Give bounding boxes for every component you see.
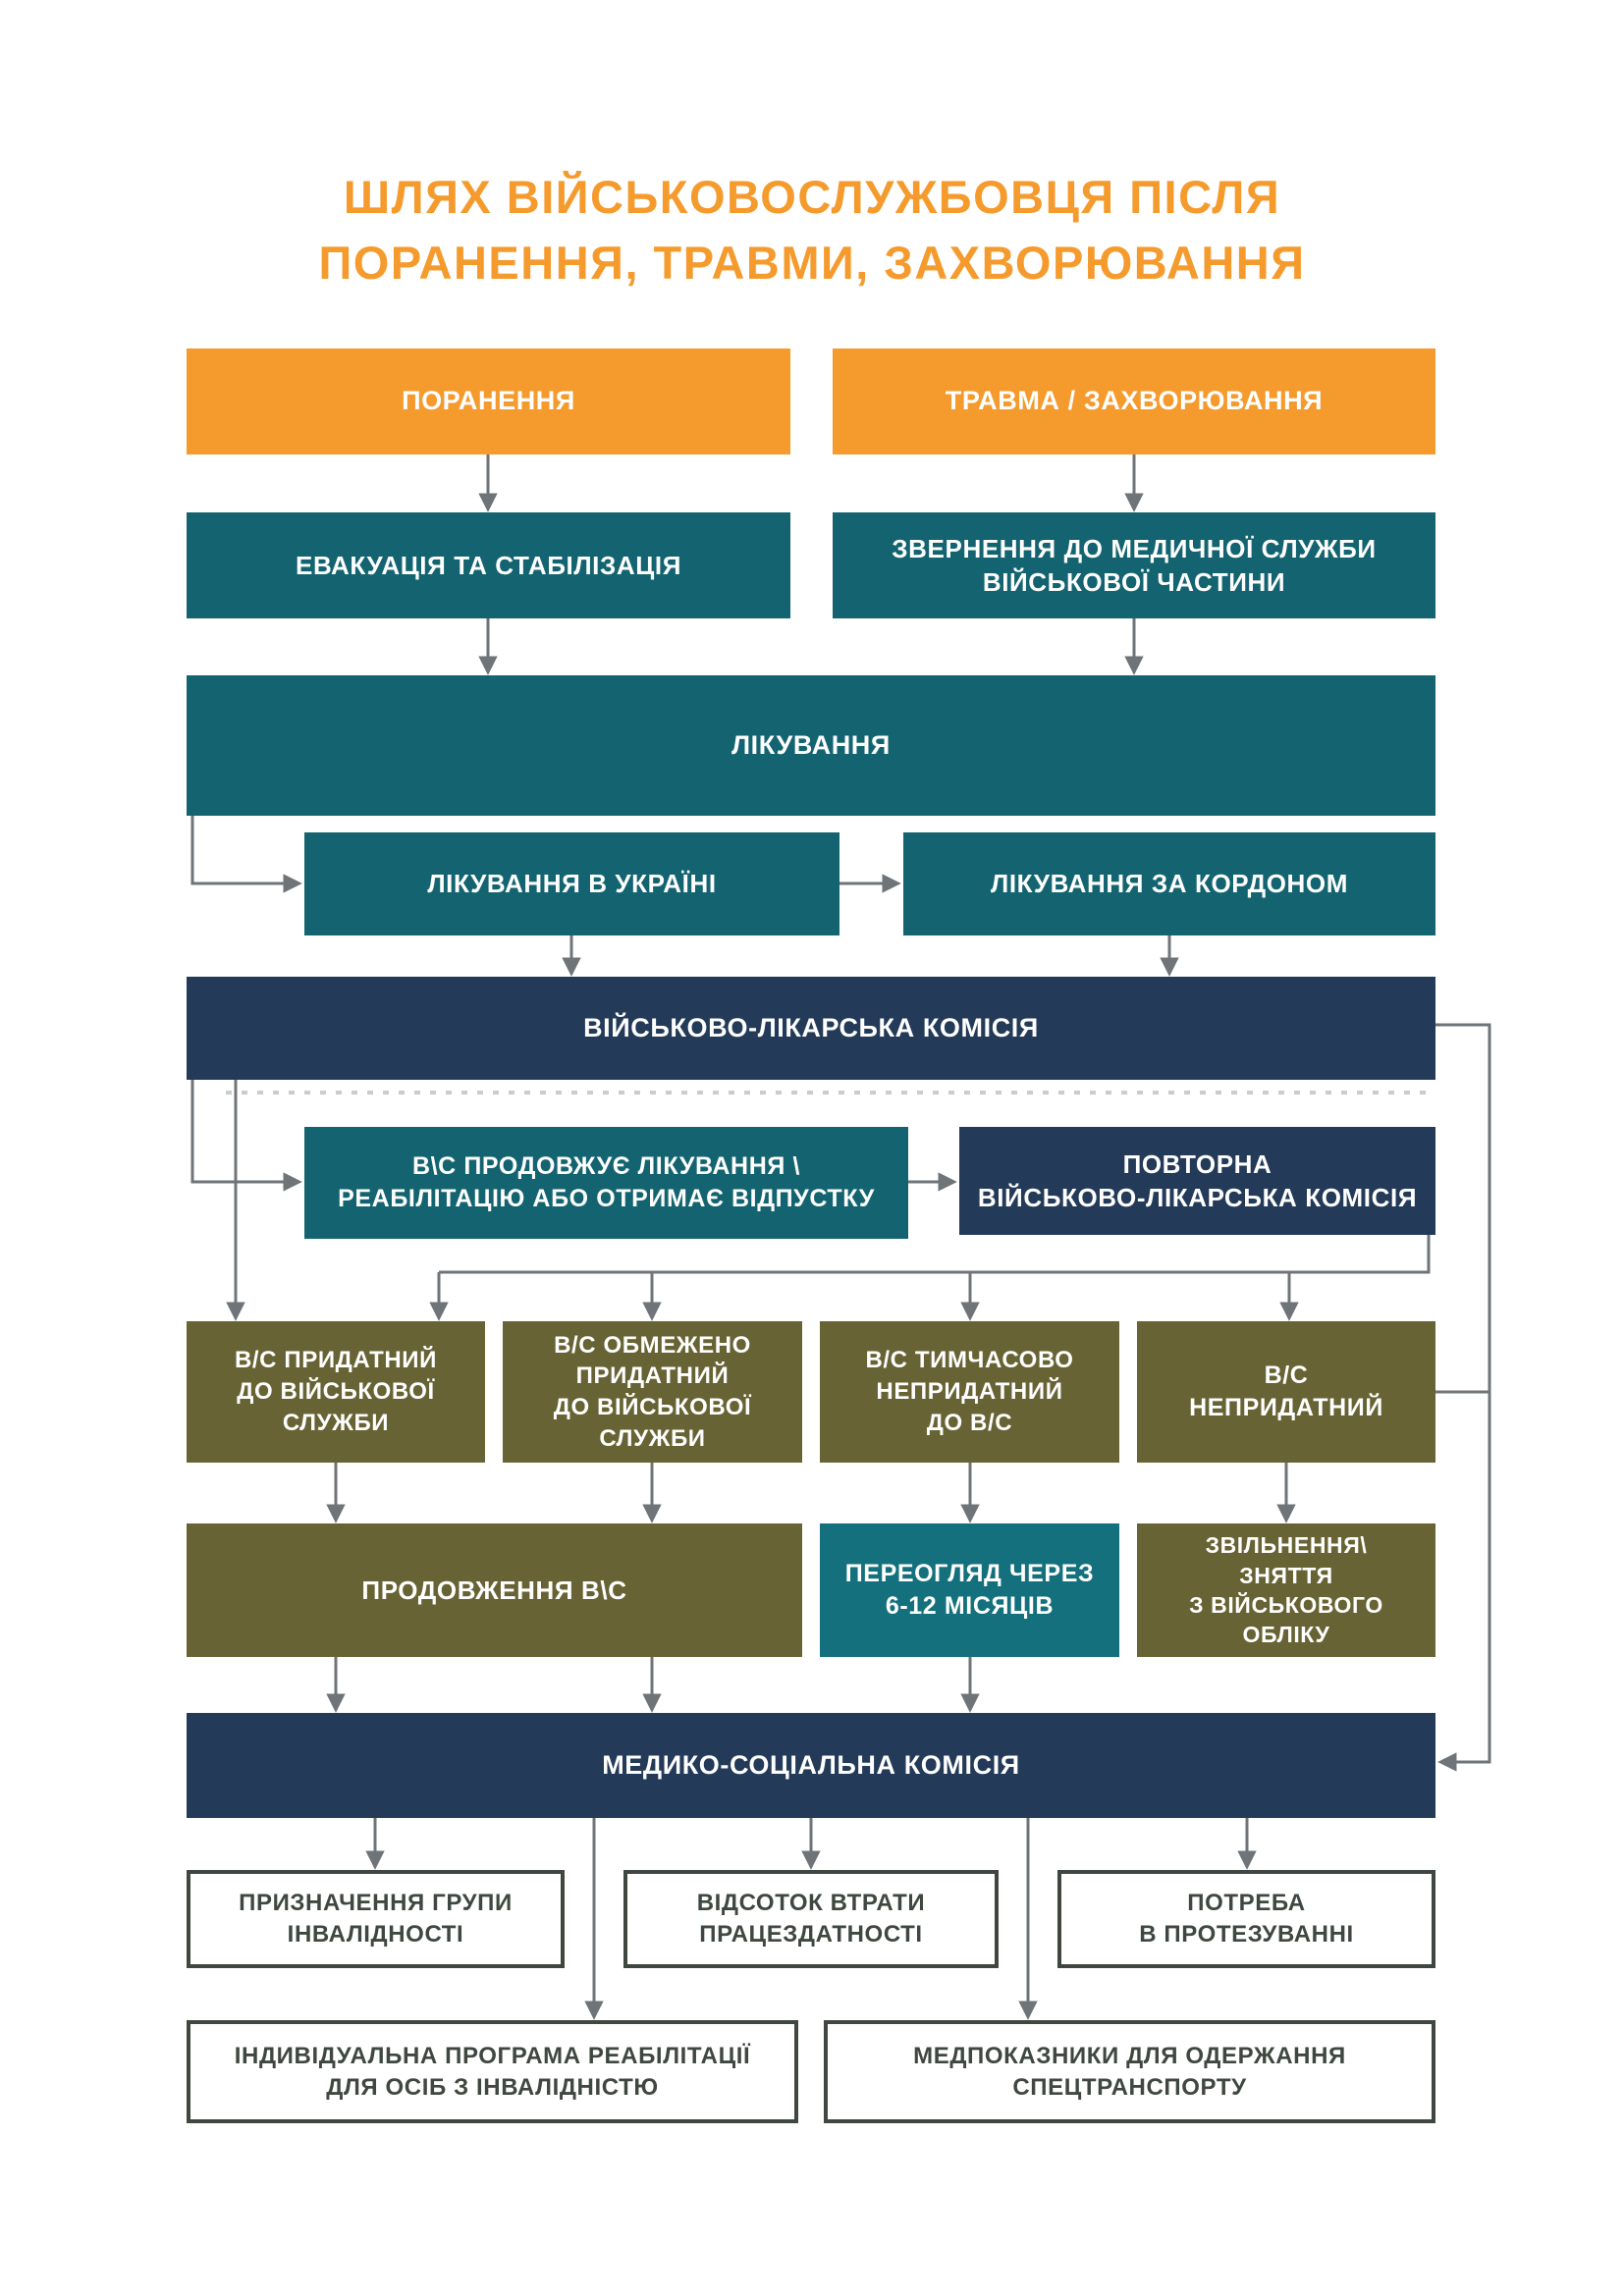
node-povtorna-vlk: ПОВТОРНА ВІЙСЬКОВО-ЛІКАРСЬКА КОМІСІЯ [959,1127,1435,1235]
page-title: ШЛЯХ ВІЙСЬКОВОСЛУЖБОВЦЯ ПІСЛЯ ПОРАНЕННЯ,… [0,165,1624,295]
node-medpokaznyky-spetstransport: МЕДПОКАЗНИКИ ДЛЯ ОДЕРЖАННЯ СПЕЦТРАНСПОРТ… [824,2020,1435,2123]
node-likuvannia-v-ukraini: ЛІКУВАННЯ В УКРАЇНІ [304,832,839,935]
node-zvilnennia-zniattia: ЗВІЛЬНЕННЯ\ ЗНЯТТЯ З ВІЙСЬКОВОГО ОБЛІКУ [1137,1523,1435,1657]
node-neprydatnyi: В/С НЕПРИДАТНИЙ [1137,1321,1435,1463]
node-tymchasovo-neprydatnyi: В/С ТИМЧАСОВО НЕПРИДАТНИЙ ДО В/С [820,1321,1119,1463]
node-viiskovo-likarska-komisiia: ВІЙСЬКОВО-ЛІКАРСЬКА КОМІСІЯ [187,977,1435,1080]
node-travma-zakhvoriuvannia: ТРАВМА / ЗАХВОРЮВАННЯ [833,348,1435,454]
node-likuvannia-za-kordonom: ЛІКУВАННЯ ЗА КОРДОНОМ [903,832,1435,935]
connector-line [190,816,302,893]
connector-line [439,1235,1431,1274]
node-prodovzhennia-vs: ПРОДОВЖЕННЯ В\С [187,1523,802,1657]
node-vidsotok-vtraty: ВІДСОТОК ВТРАТИ ПРАЦЕЗДАТНОСТІ [623,1870,999,1968]
node-likuvannia: ЛІКУВАННЯ [187,675,1435,816]
page-title-line2: ПОРАНЕННЯ, ТРАВМИ, ЗАХВОРЮВАННЯ [318,236,1306,289]
node-hrupa-invalidnosti: ПРИЗНАЧЕННЯ ГРУПИ ІНВАЛІДНОСТІ [187,1870,565,1968]
page-title-line1: ШЛЯХ ВІЙСЬКОВОСЛУЖБОВЦЯ ПІСЛЯ [343,171,1281,223]
node-poranennia: ПОРАНЕННЯ [187,348,790,454]
node-pereohliad: ПЕРЕОГЛЯД ЧЕРЕЗ 6-12 МІСЯЦІВ [820,1523,1119,1657]
node-potreba-v-protezuvanni: ПОТРЕБА В ПРОТЕЗУВАННІ [1057,1870,1435,1968]
node-medyko-sotsialna-komisiia: МЕДИКО-СОЦІАЛЬНА КОМІСІЯ [187,1713,1435,1818]
node-zvernennia-med-sluzhba: ЗВЕРНЕННЯ ДО МЕДИЧНОЇ СЛУЖБИ ВІЙСЬКОВОЇ … [833,512,1435,618]
connector-line [190,1080,302,1192]
node-prydatnyi: В/С ПРИДАТНИЙ ДО ВІЙСЬКОВОЇ СЛУЖБИ [187,1321,485,1463]
node-prohrama-reabilitatsii: ІНДИВІДУАЛЬНА ПРОГРАМА РЕАБІЛІТАЦІЇ ДЛЯ … [187,2020,798,2123]
node-obmezheno-prydatnyi: В/С ОБМЕЖЕНО ПРИДАТНИЙ ДО ВІЙСЬКОВОЇ СЛУ… [503,1321,802,1463]
node-prodovzhuie-likuvannia: В\С ПРОДОВЖУЄ ЛІКУВАННЯ \ РЕАБІЛІТАЦІЮ А… [304,1127,908,1239]
node-evakuatsiia-stabilizatsiia: ЕВАКУАЦІЯ ТА СТАБІЛІЗАЦІЯ [187,512,790,618]
